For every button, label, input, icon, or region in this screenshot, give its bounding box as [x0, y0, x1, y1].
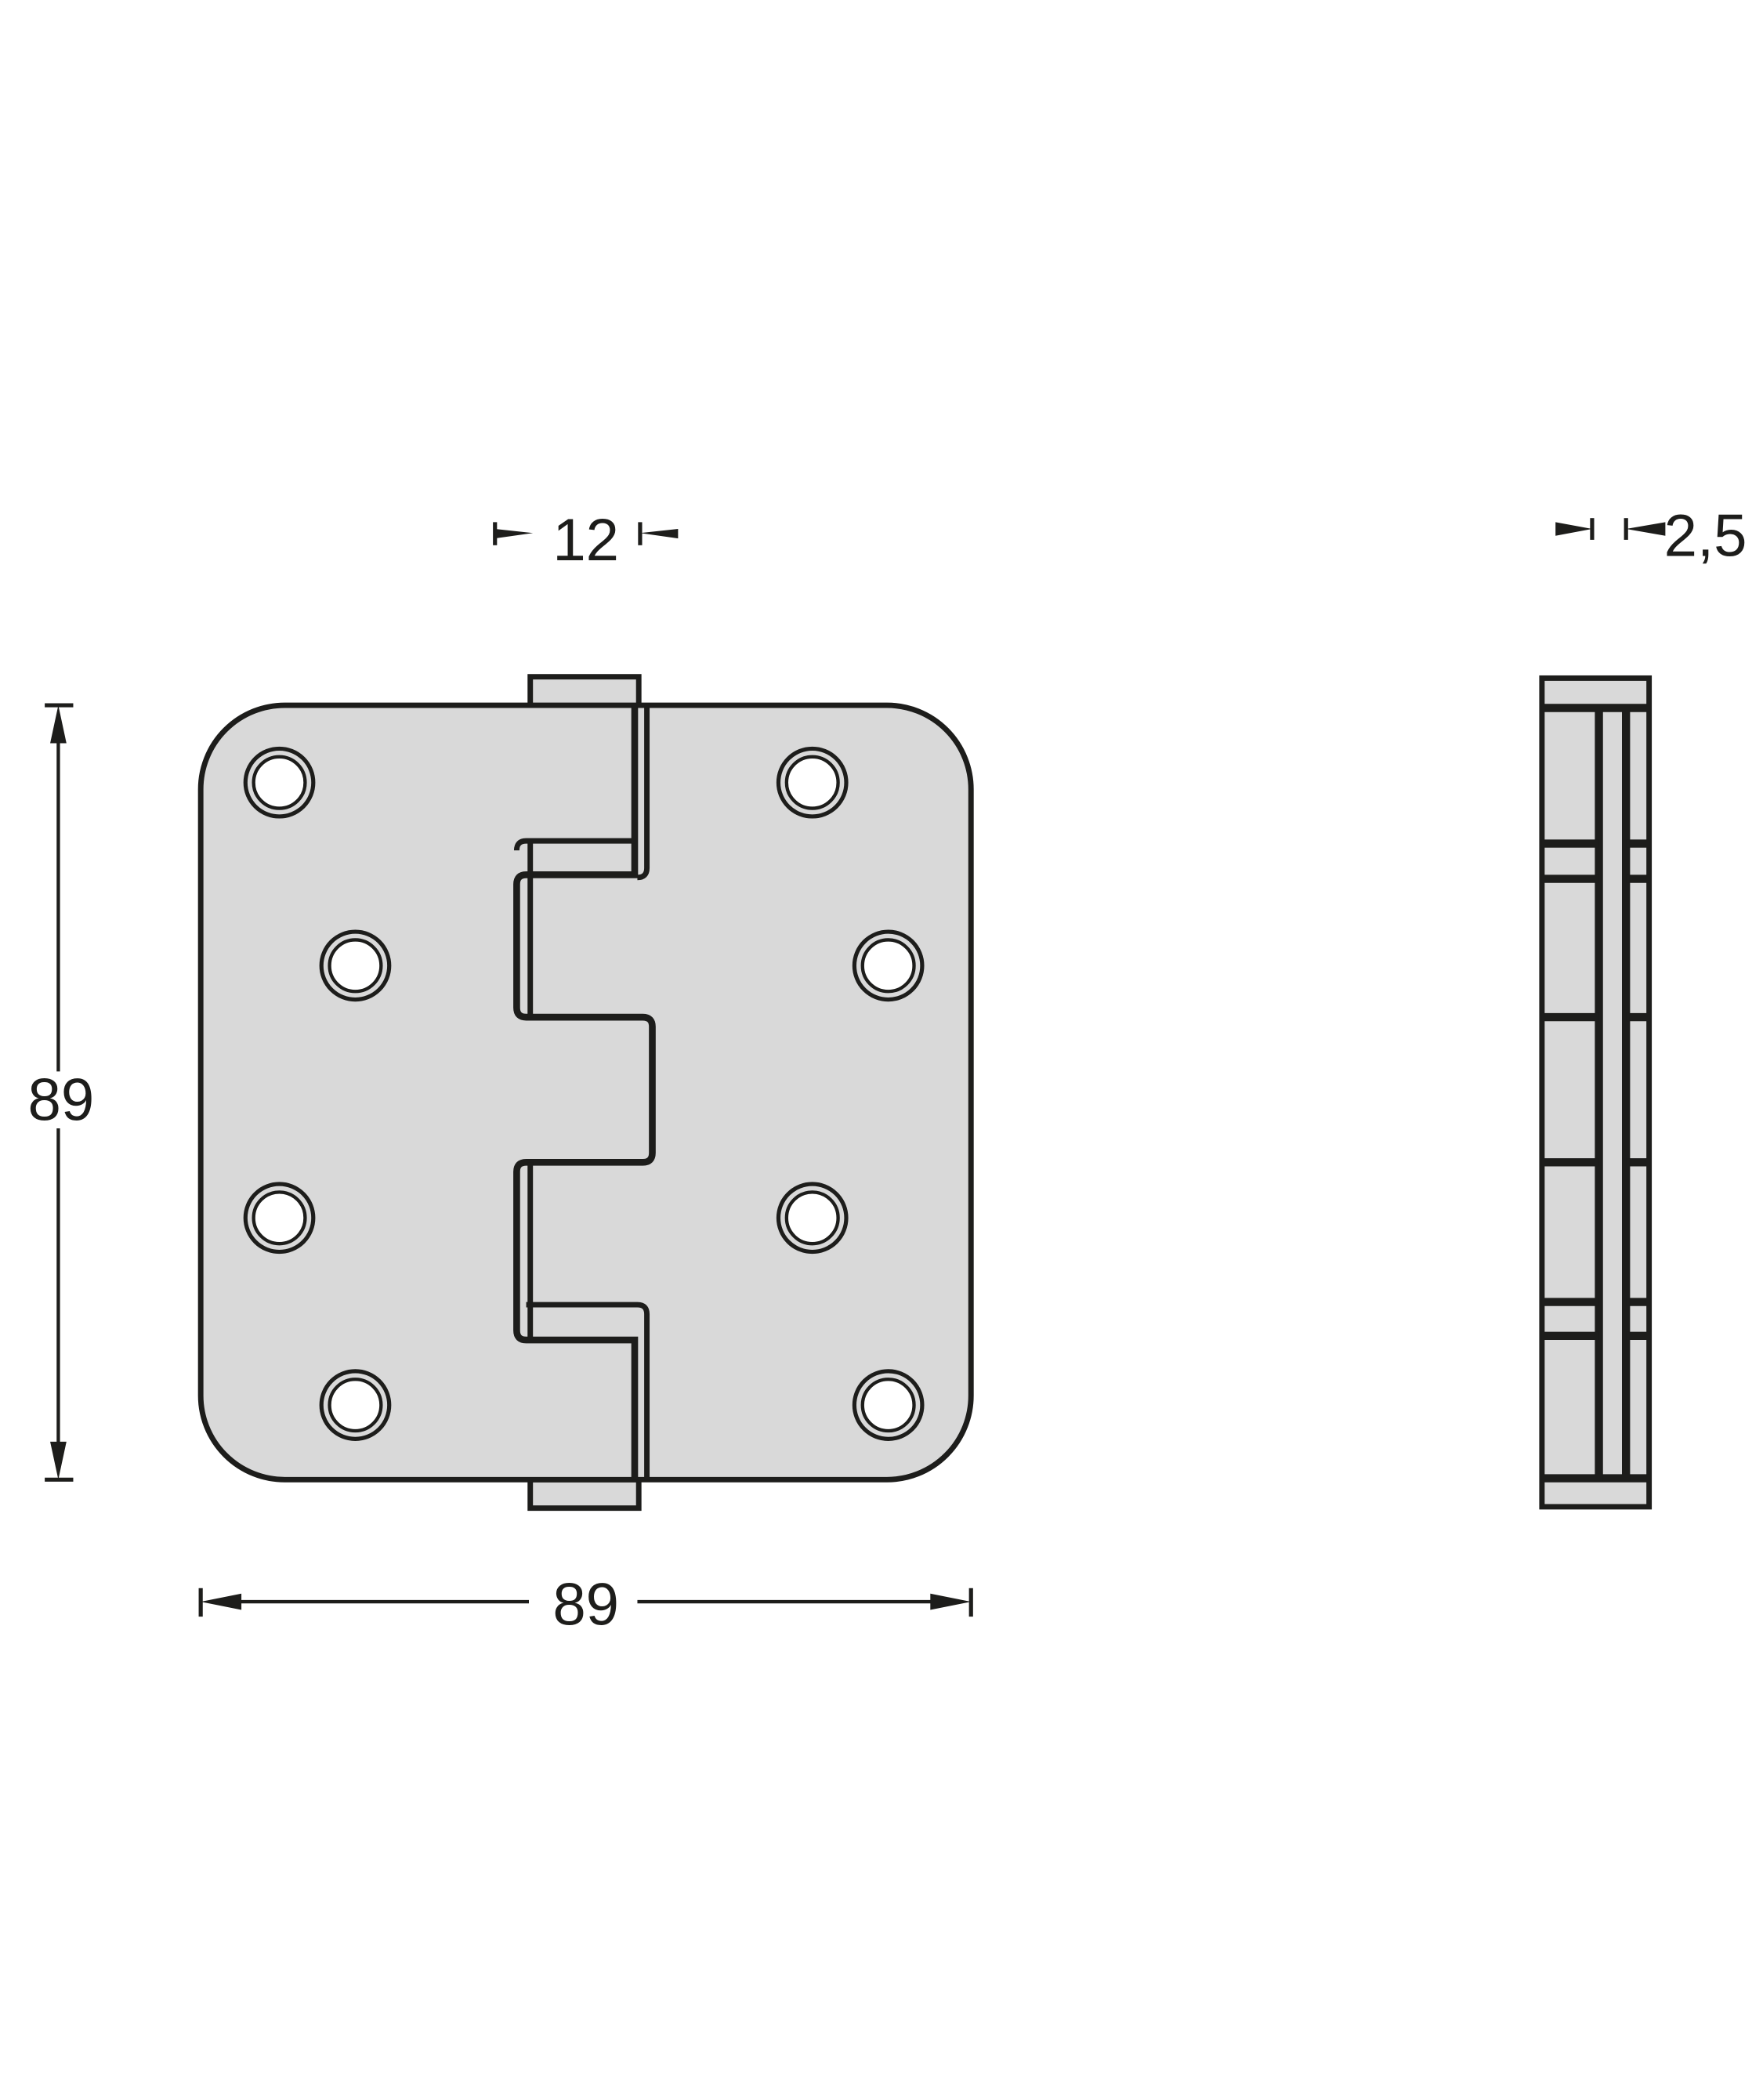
- screw-holes: [243, 746, 925, 1441]
- screw-hole: [852, 1369, 925, 1441]
- screw-hole: [319, 929, 392, 1002]
- dimension-label-width: 89: [552, 1571, 619, 1638]
- hinge-front-view: [197, 674, 974, 1512]
- knuckle-bottom-tab: [527, 1476, 642, 1512]
- leaf-split-line-secondary: [513, 705, 650, 1480]
- screw-hole: [852, 929, 925, 1002]
- dimension-label-height: 89: [28, 1067, 95, 1134]
- screw-hole: [243, 746, 316, 819]
- dimension-label-12: 12: [552, 507, 619, 574]
- screw-hole: [243, 1182, 316, 1255]
- hinge-plate-outline: [197, 702, 974, 1483]
- dimension-width: 89: [198, 1571, 973, 1638]
- dimension-label-thickness: 2,5: [1664, 503, 1747, 570]
- leaf-split-line: [513, 705, 656, 1480]
- dimension-knuckle-width: 12: [493, 507, 679, 574]
- dimension-height: 89: [28, 703, 95, 1482]
- screw-hole: [776, 1182, 849, 1255]
- hinge-side-view: [1539, 675, 1653, 1510]
- knuckle-top-tab: [527, 674, 642, 710]
- screw-hole: [776, 746, 849, 819]
- screw-hole: [319, 1369, 392, 1441]
- dimension-thickness: 2,5: [1555, 503, 1747, 570]
